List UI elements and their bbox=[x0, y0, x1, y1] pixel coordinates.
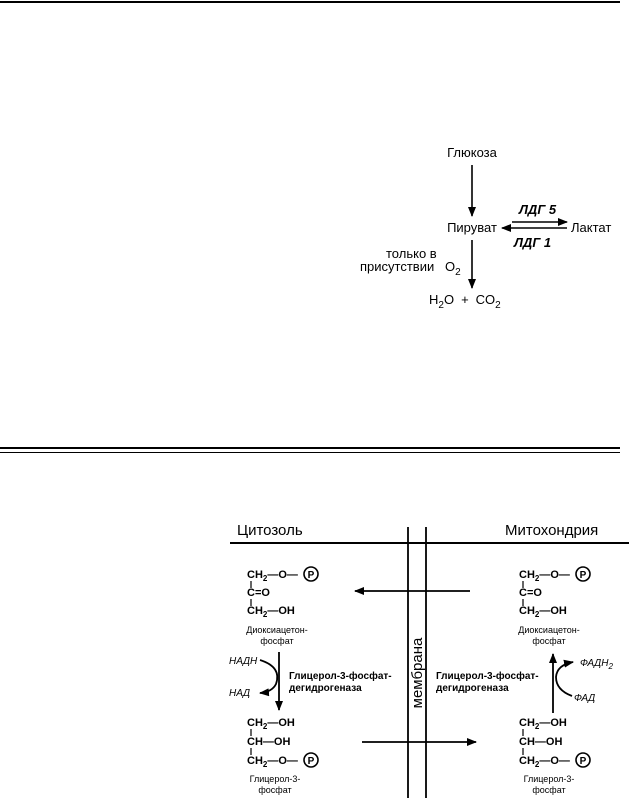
svg-text:Диоксиацетон-: Диоксиацетон- bbox=[246, 625, 307, 635]
glucose-label: Глюкоза bbox=[447, 145, 498, 160]
svg-text:Глицерол-3-: Глицерол-3- bbox=[250, 774, 301, 784]
membrane-label: мембрана bbox=[409, 637, 426, 708]
svg-text:CH—OH: CH—OH bbox=[247, 736, 290, 748]
svg-text:CH2—OH: CH2—OH bbox=[519, 605, 567, 619]
svg-text:P: P bbox=[580, 570, 587, 581]
mitochondria-label: Митохондрия bbox=[505, 522, 598, 539]
ldh1-label: ЛДГ 1 bbox=[513, 235, 551, 250]
fadh2-label: ФАДН2 bbox=[580, 658, 613, 671]
fad-label: ФАД bbox=[574, 693, 595, 704]
g3p-mitochondria: CH2—OH CH—OH CH2—O— P Глицерол-3- фосфат bbox=[519, 717, 591, 795]
dhap-mitochondria: CH2—O— P C=O CH2—OH Диоксиацетон- фосфат bbox=[518, 566, 591, 646]
cytosol-label: Цитозоль bbox=[237, 522, 303, 539]
svg-text:P: P bbox=[308, 756, 315, 767]
svg-text:CH2—O—: CH2—O— bbox=[519, 755, 570, 769]
nad-label: НАД bbox=[229, 688, 250, 699]
phosphate-icon bbox=[575, 566, 591, 582]
enzyme-label-mito-2: дегидрогеназа bbox=[436, 683, 509, 694]
svg-text:CH2—O—: CH2—O— bbox=[519, 569, 570, 583]
condition-line-1: только в bbox=[386, 246, 437, 261]
bottom-diagram: Цитозоль Митохондрия мембрана CH2—O— P C… bbox=[229, 522, 629, 798]
separator-rule-thin bbox=[0, 452, 620, 453]
top-rule bbox=[0, 1, 620, 3]
enzyme-label-cytosol-2: дегидрогеназа bbox=[289, 683, 362, 694]
svg-text:фосфат: фосфат bbox=[258, 785, 291, 795]
svg-text:фосфат: фосфат bbox=[532, 636, 565, 646]
svg-text:CH2—OH: CH2—OH bbox=[519, 717, 567, 731]
svg-text:Глицерол-3-: Глицерол-3- bbox=[524, 774, 575, 784]
nadh-to-nad-curve bbox=[259, 659, 279, 697]
svg-text:фосфат: фосфат bbox=[532, 785, 565, 795]
svg-text:C=O: C=O bbox=[247, 587, 270, 599]
top-diagram: Глюкоза Пируват Лактат ЛДГ 5 ЛДГ 1 тольк… bbox=[360, 145, 611, 311]
svg-text:P: P bbox=[580, 756, 587, 767]
nadh-label: НАДН bbox=[229, 656, 258, 667]
condition-line-2: присутствии bbox=[360, 259, 434, 274]
products-formula: H2O+CO2 bbox=[429, 292, 501, 311]
separator-rule-thick bbox=[0, 447, 620, 449]
svg-text:фосфат: фосфат bbox=[260, 636, 293, 646]
svg-text:P: P bbox=[308, 570, 315, 581]
cytosol-reaction: НАДН НАД Глицерол-3-фосфат- дегидрогеназ… bbox=[229, 652, 392, 711]
svg-text:CH2—O—: CH2—O— bbox=[247, 569, 298, 583]
phosphate-icon bbox=[575, 752, 591, 768]
svg-text:CH—OH: CH—OH bbox=[519, 736, 562, 748]
lactate-label: Лактат bbox=[571, 220, 611, 235]
svg-text:CH2—OH: CH2—OH bbox=[247, 717, 295, 731]
svg-text:Диоксиацетон-: Диоксиацетон- bbox=[518, 625, 579, 635]
ldh5-label: ЛДГ 5 bbox=[518, 202, 557, 217]
svg-text:CH2—OH: CH2—OH bbox=[247, 605, 295, 619]
enzyme-label-mito-1: Глицерол-3-фосфат- bbox=[436, 670, 539, 682]
fad-to-fadh2-curve bbox=[555, 659, 574, 697]
phosphate-icon bbox=[303, 752, 319, 768]
g3p-cytosol: CH2—OH CH—OH CH2—O— P Глицерол-3- фосфат bbox=[247, 717, 319, 795]
pyruvate-label: Пируват bbox=[447, 220, 497, 235]
dhap-cytosol: CH2—O— P C=O CH2—OH Диоксиацетон- фосфат bbox=[246, 566, 319, 646]
svg-text:C=O: C=O bbox=[519, 587, 542, 599]
enzyme-label-cytosol-1: Глицерол-3-фосфат- bbox=[289, 670, 392, 682]
o2-symbol: O2 bbox=[445, 259, 461, 278]
mitochondria-reaction: ФАДН2 ФАД Глицерол-3-фосфат- дегидрогена… bbox=[436, 653, 613, 713]
svg-text:CH2—O—: CH2—O— bbox=[247, 755, 298, 769]
phosphate-icon bbox=[303, 566, 319, 582]
